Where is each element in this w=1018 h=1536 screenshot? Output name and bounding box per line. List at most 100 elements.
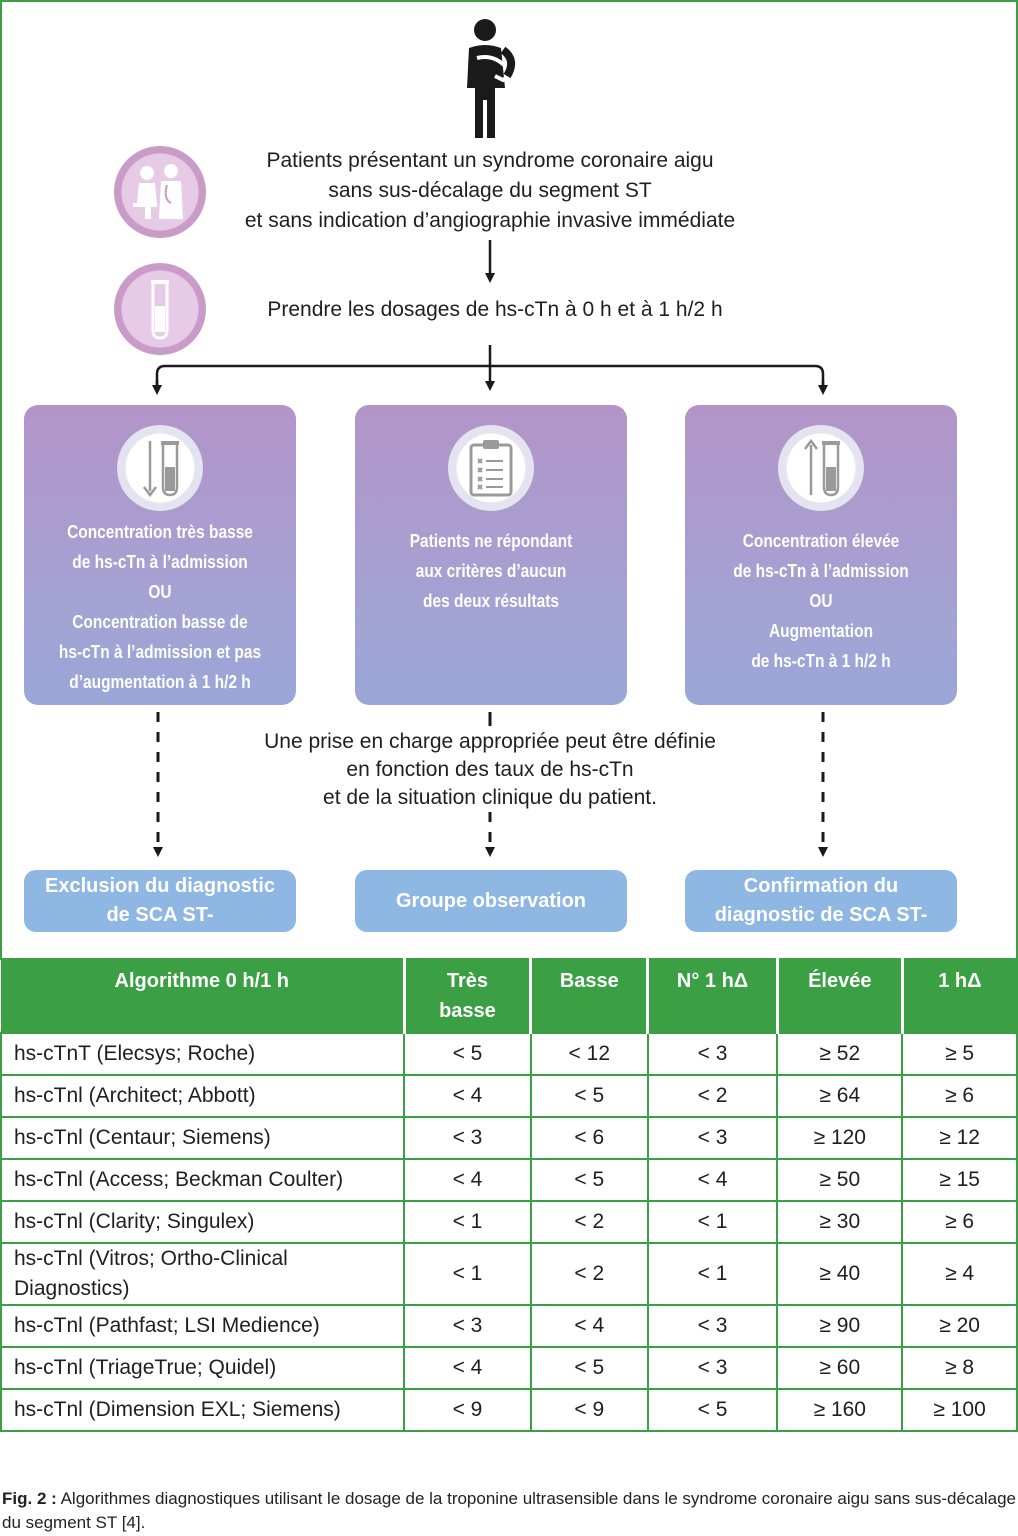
threshold-cell: < 1 [646,1200,779,1244]
threshold-cell: < 5 [529,1074,649,1118]
box-high-line: Concentration élevée [742,531,900,551]
threshold-cell: ≥ 6 [901,1200,1018,1244]
threshold-cell: < 3 [646,1346,779,1390]
threshold-cell: ≥ 160 [776,1388,904,1432]
table-row: hs-cTnl (Clarity; Singulex)< 1< 2< 1≥ 30… [0,1200,1018,1244]
assay-name-cell: hs-cTnT (Elecsys; Roche) [0,1032,406,1076]
threshold-cell: < 3 [646,1304,779,1348]
intro-line-2: sans sus-décalage du segment ST [328,179,652,202]
threshold-cell: < 12 [529,1032,649,1076]
threshold-cell: < 4 [403,1346,532,1390]
threshold-cell: < 1 [403,1200,532,1244]
threshold-cell: < 2 [529,1242,649,1306]
result-box-low-text: Concentration très basse de hs-cTn à l’a… [52,517,269,697]
result-box-observe: Patients ne répondant aux critères d’auc… [355,405,627,705]
table-row: hs-cTnT (Elecsys; Roche)< 5< 12< 3≥ 52≥ … [0,1032,1018,1076]
threshold-cell: < 1 [403,1242,532,1306]
threshold-cell: < 4 [529,1304,649,1348]
threshold-cell: ≥ 20 [901,1304,1018,1348]
test-tube-down-arrow-icon [117,425,203,511]
caption-label: Fig. 2 : [2,1489,57,1508]
box-high-line: Augmentation [768,621,874,641]
patient-chest-pain-icon [467,19,516,138]
box-high-line: de hs-cTn à l’admission [733,561,909,581]
note-line-2: en fonction des taux de hs-cTn [346,758,634,781]
threshold-cell: ≥ 60 [776,1346,904,1390]
threshold-cell: < 4 [403,1158,532,1202]
box-observe-line: aux critères d’aucun [415,561,567,581]
col-header: Très basse [404,958,533,1033]
table-row: hs-cTnl (Dimension EXL; Siemens)< 9< 9< … [0,1388,1018,1432]
result-box-low: Concentration très basse de hs-cTn à l’a… [24,405,296,705]
note-line-3: et de la situation clinique du patient. [323,786,657,809]
table-header-row: Algorithme 0 h/1 h Très basse Basse N° 1… [1,958,1018,1033]
box-high-line: de hs-cTn à 1 h/2 h [751,651,891,671]
threshold-cell: < 5 [646,1388,779,1432]
threshold-cell: ≥ 6 [901,1074,1018,1118]
intro-line-1: Patients présentant un syndrome coronair… [266,149,714,172]
box-low-line: hs-cTn à l’admission et pas [58,642,262,662]
assay-name-cell: hs-cTnl (Dimension EXL; Siemens) [0,1388,406,1432]
outcome-observation-line: Groupe observation [395,889,587,912]
threshold-cell: < 4 [403,1074,532,1118]
management-note: Une prise en charge appropriée peut être… [190,728,790,812]
assay-name-cell: hs-cTnl (Vitros; Ortho-Clinical Diagnost… [0,1242,406,1306]
flow-connectors [152,240,828,857]
assay-name-cell: hs-cTnl (Pathfast; LSI Medience) [0,1304,406,1348]
col-header: 1 hΔ [902,958,1018,1033]
threshold-cell: < 9 [529,1388,649,1432]
result-box-high: Concentration élevée de hs-cTn à l’admis… [685,405,957,705]
outcome-exclusion: Exclusion du diagnostic de SCA ST- [24,870,296,932]
assay-name-cell: hs-cTnl (TriageTrue; Quidel) [0,1346,406,1390]
table-row: hs-cTnl (Pathfast; LSI Medience)< 3< 4< … [0,1304,1018,1348]
step2-text: Prendre les dosages de hs-cTn à 0 h et à… [267,298,723,321]
outcome-confirmation-line: Confirmation du [743,875,899,897]
threshold-cell: ≥ 40 [776,1242,904,1306]
threshold-cell: < 9 [403,1388,532,1432]
outcome-confirmation-line: diagnostic de SCA ST- [714,904,928,926]
col-header: Algorithme 0 h/1 h [1,958,406,1033]
threshold-cell: ≥ 12 [901,1116,1018,1160]
box-high-line: OU [809,591,833,611]
intro-line-3: et sans indication d’angiographie invasi… [244,209,736,232]
intro-text: Patients présentant un syndrome coronair… [190,146,790,236]
threshold-cell: ≥ 52 [776,1032,904,1076]
table-row: hs-cTnl (Vitros; Ortho-Clinical Diagnost… [0,1242,1018,1306]
threshold-cell: ≥ 64 [776,1074,904,1118]
outcome-observation: Groupe observation [355,870,627,932]
threshold-cell: < 5 [403,1032,532,1076]
threshold-cell: < 3 [646,1116,779,1160]
threshold-cell: ≥ 90 [776,1304,904,1348]
threshold-cell: < 3 [646,1032,779,1076]
box-low-line: OU [148,582,172,602]
table-row: hs-cTnl (Centaur; Siemens)< 3< 6< 3≥ 120… [0,1116,1018,1160]
threshold-cell: ≥ 8 [901,1346,1018,1390]
threshold-cell: < 3 [403,1304,532,1348]
threshold-cell: ≥ 30 [776,1200,904,1244]
col-header: N° 1 hΔ [647,958,779,1033]
result-box-high-text: Concentration élevée de hs-cTn à l’admis… [713,526,930,676]
threshold-cell: ≥ 100 [901,1388,1018,1432]
threshold-cell: < 6 [529,1116,649,1160]
threshold-cell: < 2 [646,1074,779,1118]
assay-name-cell: hs-cTnl (Centaur; Siemens) [0,1116,406,1160]
box-observe-line: Patients ne répondant [409,531,573,551]
algorithm-table: Algorithme 0 h/1 h Très basse Basse N° 1… [0,958,1018,1432]
threshold-cell: < 5 [529,1346,649,1390]
assay-name-cell: hs-cTnl (Architect; Abbott) [0,1074,406,1118]
threshold-cell: ≥ 5 [901,1032,1018,1076]
col-header: Basse [530,958,650,1033]
threshold-cell: < 3 [403,1116,532,1160]
caption-text: Algorithmes diagnostiques utilisant le d… [2,1489,1016,1532]
note-line-1: Une prise en charge appropriée peut être… [264,730,716,753]
table-row: hs-cTnl (Access; Beckman Coulter)< 4< 5<… [0,1158,1018,1202]
threshold-cell: ≥ 4 [901,1242,1018,1306]
result-box-observe-text: Patients ne répondant aux critères d’auc… [383,526,600,616]
threshold-cell: ≥ 50 [776,1158,904,1202]
figure-caption: Fig. 2 : Algorithmes diagnostiques utili… [2,1487,1016,1535]
box-low-line: de hs-cTn à l’admission [72,552,248,572]
threshold-cell: < 1 [646,1242,779,1306]
threshold-cell: < 4 [646,1158,779,1202]
table-row: hs-cTnl (TriageTrue; Quidel)< 4< 5< 3≥ 6… [0,1346,1018,1390]
box-low-line: d’augmentation à 1 h/2 h [69,672,251,692]
